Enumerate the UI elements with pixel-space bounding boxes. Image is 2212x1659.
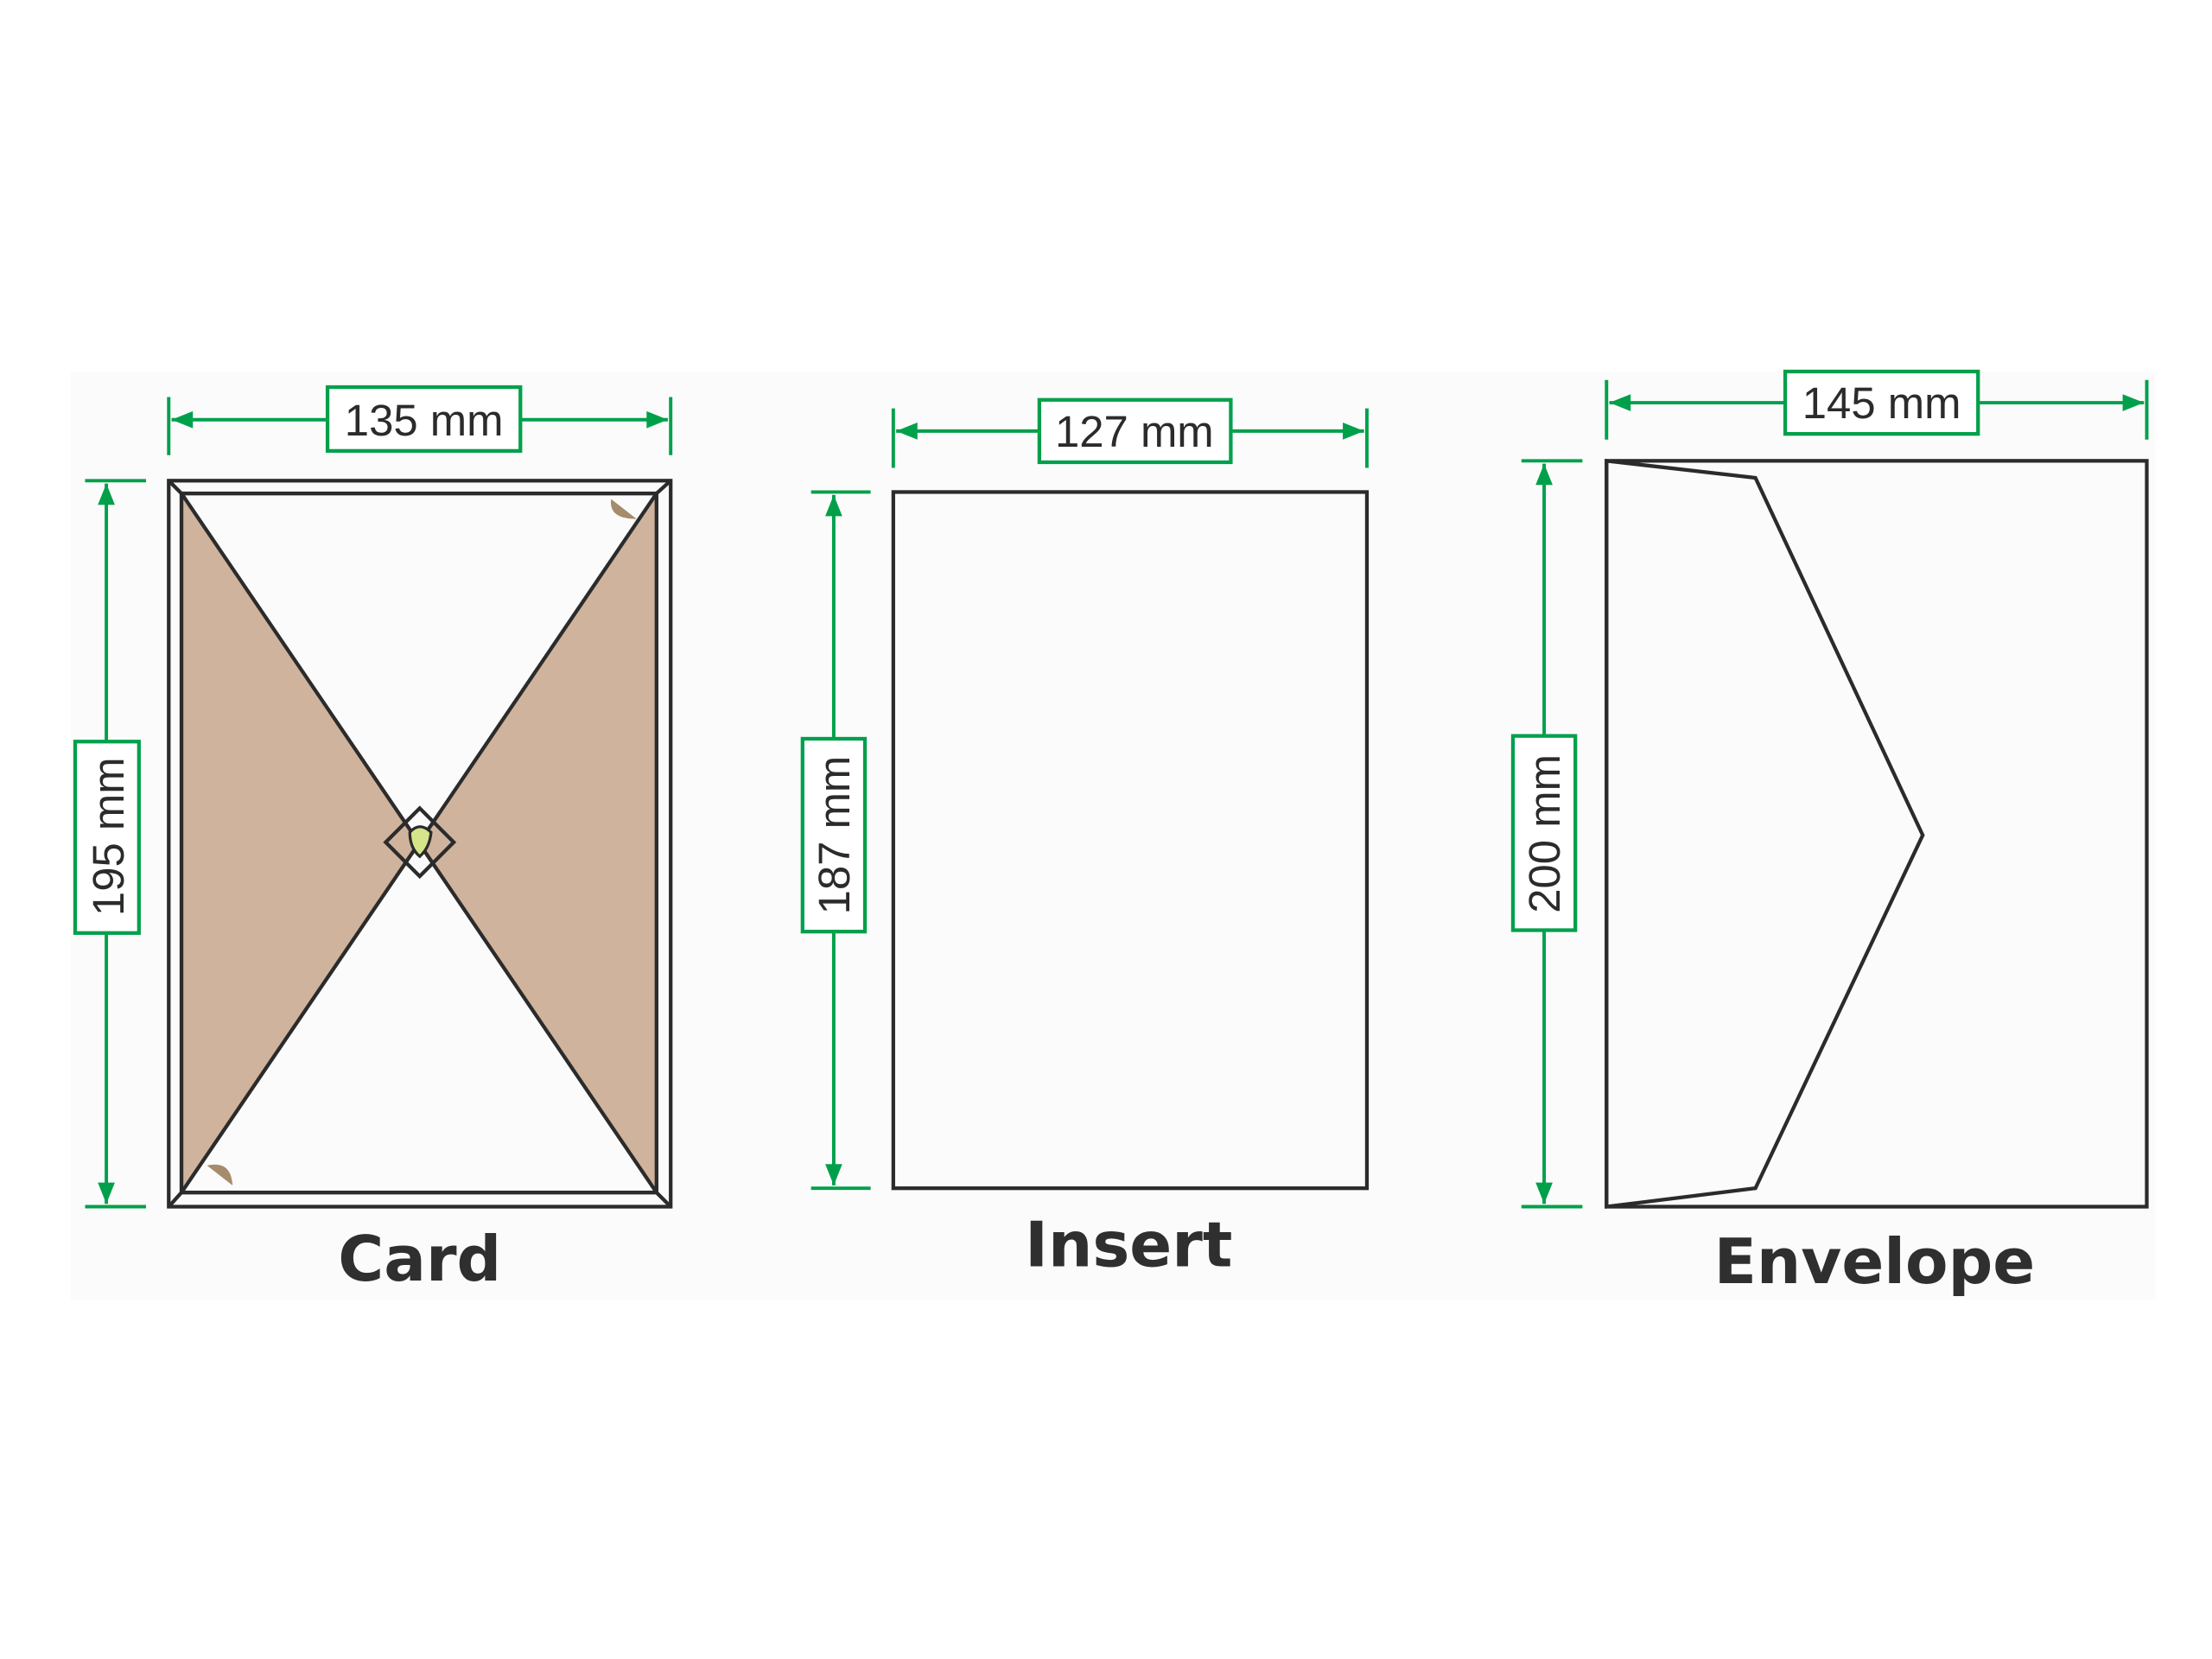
card-width-label: 135 mm [345,396,504,445]
envelope-flap [1605,458,1925,1209]
card-title: Card [338,1224,501,1296]
card-height-label: 195 mm [84,757,133,916]
envelope-height-label: 200 mm [1520,754,1569,913]
seal-drop-icon [408,825,433,859]
card-right-flap [419,493,657,1193]
card-figure: 135 mm 195 mm Card [73,385,673,1296]
corner-tab-icon [610,499,637,519]
card-outer-edge [167,479,673,1209]
insert-width-label: 127 mm [1055,407,1214,456]
insert-sheet [891,490,1370,1191]
card-left-flap [181,493,420,1193]
envelope-figure: 145 mm 200 mm Envelope [1510,369,2149,1299]
insert-title: Insert [1025,1209,1232,1281]
envelope-width-label: 145 mm [1802,378,1961,428]
card-seal-diamond [383,805,457,880]
corner-tab-icon [207,1164,233,1185]
insert-height-label: 187 mm [810,756,859,915]
envelope-title: Envelope [1714,1226,2036,1299]
insert-figure: 127 mm 187 mm Insert [800,397,1370,1281]
